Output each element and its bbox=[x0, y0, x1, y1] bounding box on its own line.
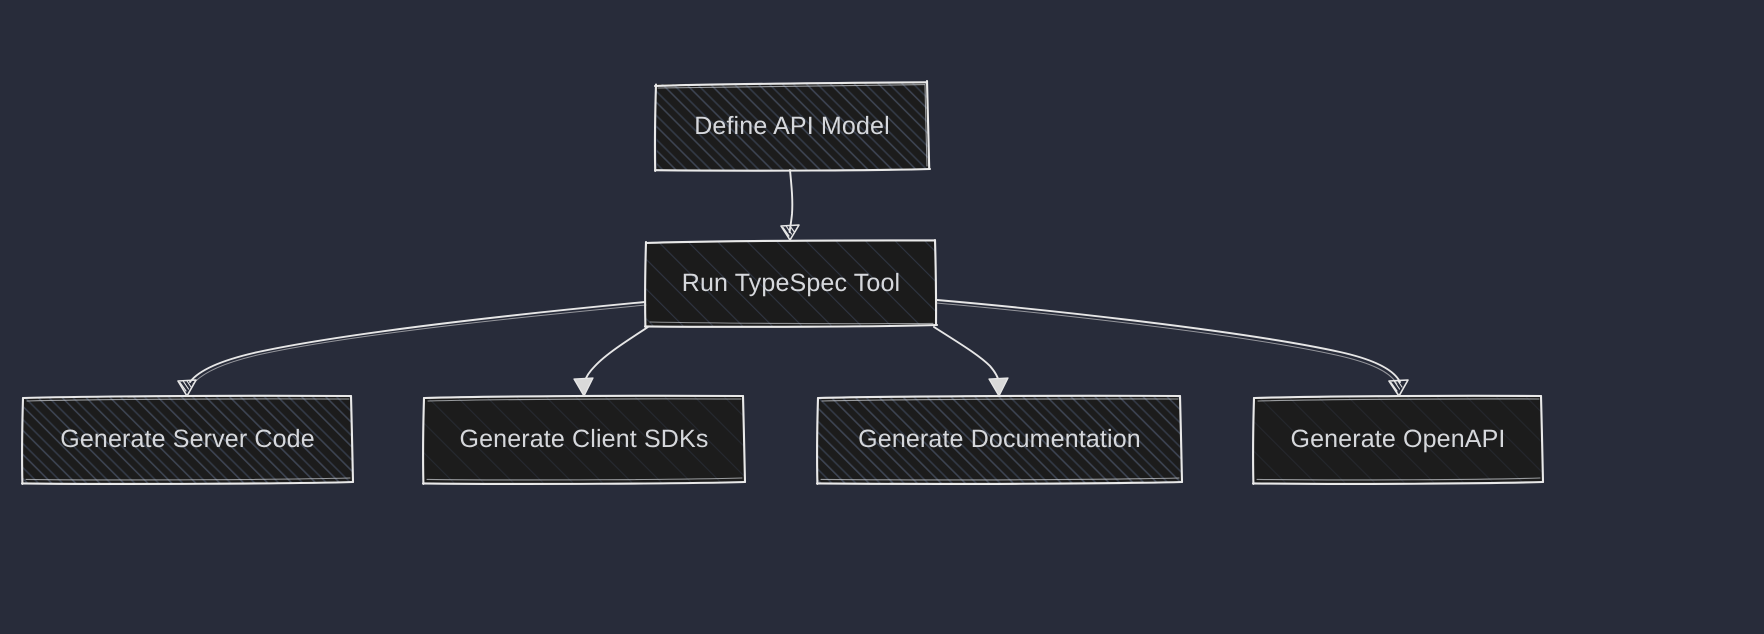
node-define-api-model[interactable] bbox=[653, 79, 932, 173]
node-generate-documentation[interactable] bbox=[815, 394, 1184, 486]
node-stroke-top-2 bbox=[1257, 398, 1540, 402]
node-stroke-right bbox=[925, 79, 931, 170]
edge-line bbox=[583, 326, 649, 385]
node-stroke-bottom bbox=[643, 323, 939, 328]
node-stroke-bottom-2 bbox=[649, 321, 934, 325]
node-hatch bbox=[817, 396, 1182, 484]
edge-run-to-sdks bbox=[573, 326, 649, 397]
node-stroke-top-2 bbox=[821, 398, 1179, 402]
edge-run-to-server bbox=[177, 301, 647, 397]
edge-line bbox=[788, 169, 794, 233]
edge-line bbox=[189, 301, 646, 383]
node-stroke-right-2 bbox=[924, 84, 928, 167]
edge-line-2 bbox=[192, 304, 647, 385]
node-stroke-left bbox=[644, 240, 648, 329]
node-stroke-top bbox=[21, 394, 353, 400]
node-stroke-right bbox=[1178, 394, 1184, 484]
arrowhead-solid bbox=[573, 377, 594, 397]
edge-run-to-openapi bbox=[935, 299, 1409, 397]
node-hatch bbox=[1253, 396, 1543, 484]
node-stroke-bottom-2 bbox=[426, 477, 743, 481]
edge-run-to-docs bbox=[933, 326, 1009, 397]
arrowhead-open bbox=[177, 379, 197, 397]
node-stroke-bottom bbox=[1251, 480, 1545, 485]
node-stroke-right bbox=[933, 238, 938, 327]
edge-line bbox=[936, 299, 1401, 383]
node-stroke-top bbox=[1252, 394, 1543, 400]
node-stroke-left bbox=[653, 83, 658, 173]
node-generate-client-sdks[interactable] bbox=[421, 394, 747, 486]
arrowhead-open bbox=[780, 224, 800, 241]
arrowhead-solid bbox=[988, 377, 1009, 397]
node-stroke-left bbox=[816, 396, 820, 486]
node-stroke-bottom-2 bbox=[25, 477, 351, 481]
node-run-typespec-tool[interactable] bbox=[643, 238, 939, 329]
node-hatch bbox=[645, 240, 936, 327]
node-stroke-bottom bbox=[815, 480, 1184, 485]
edge-line bbox=[933, 326, 1000, 385]
node-stroke-left bbox=[422, 396, 426, 486]
node-stroke-bottom-2 bbox=[820, 477, 1180, 481]
node-stroke-top bbox=[644, 239, 937, 245]
node-hatch bbox=[423, 396, 745, 484]
node-stroke-bottom bbox=[421, 480, 747, 485]
node-stroke-bottom bbox=[653, 167, 932, 172]
node-stroke-right bbox=[1539, 394, 1545, 484]
edge-line-2 bbox=[935, 302, 1398, 385]
node-stroke-top-2 bbox=[427, 398, 742, 402]
node-stroke-bottom-2 bbox=[1256, 477, 1541, 481]
node-stroke-right bbox=[741, 394, 747, 484]
arrowhead-open bbox=[1388, 379, 1409, 397]
node-stroke-top bbox=[422, 394, 745, 400]
node-generate-server-code[interactable] bbox=[20, 394, 355, 486]
node-generate-openapi[interactable] bbox=[1251, 394, 1545, 486]
node-stroke-left bbox=[1252, 396, 1256, 486]
node-stroke-top-2 bbox=[26, 398, 350, 402]
node-stroke-left bbox=[21, 396, 25, 486]
node-hatch bbox=[22, 396, 353, 484]
node-stroke-top bbox=[816, 394, 1182, 400]
node-stroke-top bbox=[653, 81, 929, 88]
node-hatch bbox=[656, 82, 929, 170]
edge-define-to-run bbox=[780, 169, 800, 241]
node-stroke-right bbox=[349, 394, 355, 484]
node-stroke-bottom bbox=[20, 480, 355, 485]
